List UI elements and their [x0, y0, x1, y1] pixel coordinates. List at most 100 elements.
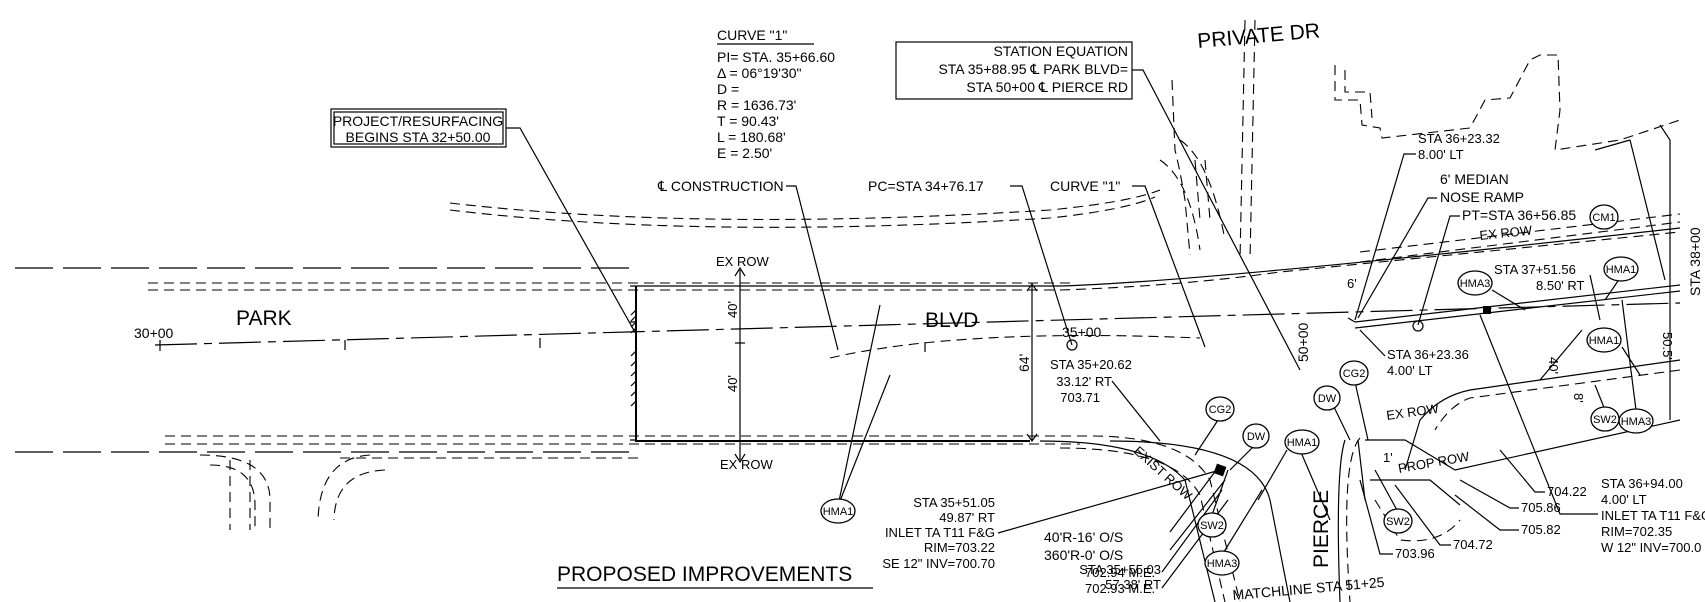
svg-text:D =: D =: [717, 81, 739, 97]
sta-38-label: STA 38+00: [1687, 227, 1703, 296]
pt-point: [1412, 320, 1424, 332]
svg-text:704.22: 704.22: [1547, 484, 1587, 499]
svg-text:STA 36+94.00: STA 36+94.00: [1601, 476, 1683, 491]
bubble-sw2-b: SW2: [1374, 469, 1413, 534]
dim-50-label: 50.5': [1660, 332, 1675, 360]
svg-text:704.72: 704.72: [1453, 537, 1493, 552]
bubble-hma1-c: HMA1: [1603, 256, 1639, 301]
svg-text:703.96: 703.96: [1395, 546, 1435, 561]
width-dimensions: [734, 266, 1038, 464]
park-label: PARK: [236, 307, 292, 330]
svg-text:SW2: SW2: [1386, 516, 1410, 528]
svg-text:705.82: 705.82: [1521, 522, 1561, 537]
dim-8-label: 8': [1571, 393, 1586, 403]
curve-data-block: CURVE "1" PI= STA. 35+66.60 Δ = 06°19'30…: [717, 27, 835, 161]
matchline-label: MATCHLINE STA 51+25: [1232, 574, 1385, 602]
dim-1-label: 1': [1383, 450, 1393, 465]
callout-sta-3555: STA 35+55.03 57.38' RT: [1079, 562, 1161, 592]
svg-text:CG2: CG2: [1343, 368, 1366, 380]
bubble-hma1-b: HMA1: [1257, 429, 1331, 521]
svg-text:PT=STA 36+56.85: PT=STA 36+56.85: [1462, 207, 1576, 223]
bubble-hma1-d: HMA1: [1539, 327, 1641, 381]
callout-sta-3623a: STA 36+23.32 8.00' LT: [1354, 131, 1500, 321]
begin-hatch: [630, 309, 637, 408]
callout-radii: 40'R-16' O/S 360'R-0' O/S 702.94 M.E. 70…: [1044, 464, 1229, 596]
svg-text:PI= STA. 35+66.60: PI= STA. 35+66.60: [717, 49, 835, 65]
construction-cl-label: ℄ CONSTRUCTION: [657, 178, 784, 194]
svg-text:705.86: 705.86: [1521, 500, 1561, 515]
elevation-callouts: 704.22 705.86 705.82 704.72 703.96: [1359, 449, 1587, 561]
svg-text:PROJECT/RESURFACING: PROJECT/RESURFACING: [333, 113, 503, 129]
inlet-median: [1483, 306, 1491, 314]
bubble-hma3-c: HMA3: [1618, 299, 1654, 434]
bubble-cg2-a: CG2: [1194, 396, 1235, 456]
svg-text:CM1: CM1: [1592, 212, 1615, 224]
row-north-curve: [148, 231, 1681, 291]
curve1-label: CURVE "1": [1050, 178, 1120, 194]
svg-text:DW: DW: [1318, 393, 1337, 405]
prop-edge-north: [630, 227, 1681, 287]
ex-row-label-ne: EX ROW: [1479, 222, 1534, 243]
svg-text:6' MEDIAN: 6' MEDIAN: [1440, 171, 1509, 187]
svg-text:STA 35+88.95 ℄ PARK BLVD=: STA 35+88.95 ℄ PARK BLVD=: [938, 61, 1128, 77]
svg-text:360'R-0' O/S: 360'R-0' O/S: [1044, 547, 1123, 563]
dim-40-label: 40': [1546, 357, 1561, 374]
prop-edge-south-curve: [1039, 440, 1216, 602]
pc-label: PC=STA 34+76.17: [868, 178, 984, 194]
svg-text:HMA1: HMA1: [1287, 437, 1318, 449]
svg-text:BEGINS STA 32+50.00: BEGINS STA 32+50.00: [346, 129, 491, 145]
width-64-label: 64': [1016, 354, 1032, 372]
bubble-dw-a: DW: [1229, 423, 1270, 471]
svg-text:STA 37+51.56: STA 37+51.56: [1494, 262, 1576, 277]
svg-text:STA 36+23.36: STA 36+23.36: [1387, 347, 1469, 362]
building-outline: [1334, 54, 1681, 151]
exist-row-label: EXIST ROW: [1131, 443, 1196, 503]
svg-text:STA 36+23.32: STA 36+23.32: [1418, 131, 1500, 146]
blvd-label: BLVD: [925, 309, 978, 332]
svg-text:HMA3: HMA3: [1207, 558, 1238, 570]
svg-text:CG2: CG2: [1209, 404, 1232, 416]
svg-text:4.00' LT: 4.00' LT: [1387, 363, 1433, 378]
prop-row-label: PROP ROW: [1397, 449, 1471, 476]
svg-text:E = 2.50': E = 2.50': [717, 145, 772, 161]
construction-centerline: [154, 302, 1681, 346]
width-40-label: 40': [725, 301, 740, 318]
inlet-west: [1213, 463, 1227, 477]
svg-text:SW2: SW2: [1593, 414, 1617, 426]
drawing-title: PROPOSED IMPROVEMENTS: [557, 563, 852, 586]
ex-row-label-south: EX ROW: [720, 457, 773, 472]
svg-text:W 12" INV=700.0: W 12" INV=700.0: [1601, 540, 1701, 555]
svg-text:HMA3: HMA3: [1621, 416, 1652, 428]
bubble-hma3-b: HMA3: [1457, 270, 1526, 311]
ex-row-label-north: EX ROW: [716, 254, 769, 269]
bubble-sw2-c: SW2: [1590, 384, 1620, 432]
callout-pt: PT=STA 36+56.85: [1417, 207, 1576, 326]
ex-row-south: [165, 435, 1241, 602]
sta-35-label: 35+00: [1062, 324, 1102, 340]
sta-50-label: 50+00: [1295, 322, 1311, 362]
svg-text:703.71: 703.71: [1060, 390, 1100, 405]
svg-text:T = 90.43': T = 90.43': [717, 113, 779, 129]
callout-sta-3520: STA 35+20.62 33.12' RT 703.71: [1050, 357, 1161, 442]
svg-text:40'R-16' O/S: 40'R-16' O/S: [1044, 529, 1123, 545]
svg-text:8.00' LT: 8.00' LT: [1418, 147, 1464, 162]
svg-text:702.93 M.E.: 702.93 M.E.: [1085, 581, 1155, 596]
svg-text:RIM=702.35: RIM=702.35: [1601, 524, 1672, 539]
svg-text:HMA1: HMA1: [1589, 335, 1620, 347]
svg-text:Δ = 06°19'30": Δ = 06°19'30": [717, 65, 802, 81]
svg-text:INLET TA T11 F&G: INLET TA T11 F&G: [885, 525, 995, 540]
bubble-hma3-a: HMA3: [1204, 489, 1263, 576]
svg-text:INLET TA T11 F&G: INLET TA T11 F&G: [1601, 508, 1705, 523]
svg-text:RIM=703.22: RIM=703.22: [924, 540, 995, 555]
callout-sta-3551: STA 35+51.05 49.87' RT INLET TA T11 F&G …: [882, 469, 1221, 571]
svg-text:33.12' RT: 33.12' RT: [1056, 374, 1112, 389]
bubble-cg2-b: CG2: [1339, 360, 1369, 441]
svg-text:R = 1636.73': R = 1636.73': [717, 97, 796, 113]
svg-text:SE 12" INV=700.70: SE 12" INV=700.70: [882, 556, 995, 571]
pavement-outline: [635, 286, 1030, 442]
callout-sta-3751: STA 37+51.56 8.50' RT: [1494, 262, 1601, 321]
svg-text:DW: DW: [1247, 431, 1266, 443]
project-begins-box: PROJECT/RESURFACING BEGINS STA 32+50.00: [330, 108, 637, 335]
bubble-hma1-a: HMA1: [820, 304, 891, 524]
